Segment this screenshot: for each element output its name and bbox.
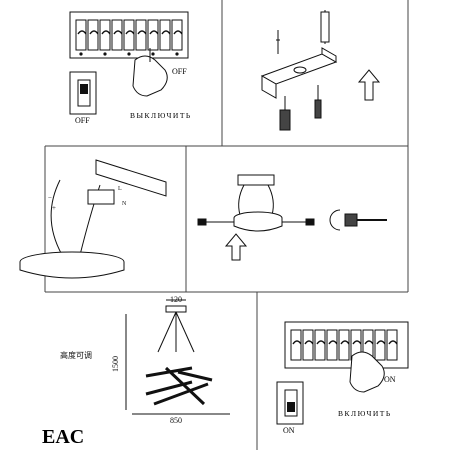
- up-arrow-icon: [224, 233, 248, 261]
- height-label: 1500: [111, 356, 120, 372]
- up-arrow-icon: [357, 69, 381, 101]
- off-caption: ВЫКЛЮЧИТЬ: [130, 111, 192, 120]
- hand-icon: [349, 351, 385, 393]
- eac-logo: EAC: [42, 426, 84, 448]
- minus-label: −: [48, 194, 52, 202]
- wire-n-label: N: [122, 201, 127, 207]
- top-width-label: 120: [170, 295, 182, 304]
- bottom-width-label: 850: [170, 416, 182, 425]
- height-adjustable-label: 高度可调: [60, 350, 92, 360]
- panel-dimensions: 120 1500 高度可调 850: [60, 295, 230, 425]
- panel-breaker-off: OFF OFF ВЫКЛЮЧИТЬ: [69, 11, 192, 125]
- panel-breaker-on: ON ON ВКЛЮЧИТЬ: [276, 321, 409, 435]
- panel-bracket-mount: [260, 10, 381, 131]
- switch-on-label: ON: [283, 426, 295, 435]
- panel-ring-attach: [197, 174, 387, 261]
- off-indicator-label: OFF: [172, 67, 187, 76]
- switch-off-label: OFF: [75, 116, 90, 125]
- panel-wiring: L N + −: [19, 159, 167, 279]
- hand-icon: [132, 55, 168, 97]
- plus-label: +: [52, 204, 56, 212]
- wire-l-label: L: [118, 186, 122, 192]
- panel-dividers: [44, 0, 409, 450]
- on-indicator-label: ON: [384, 375, 396, 384]
- breaker-row: [75, 19, 183, 51]
- on-caption: ВКЛЮЧИТЬ: [338, 409, 392, 418]
